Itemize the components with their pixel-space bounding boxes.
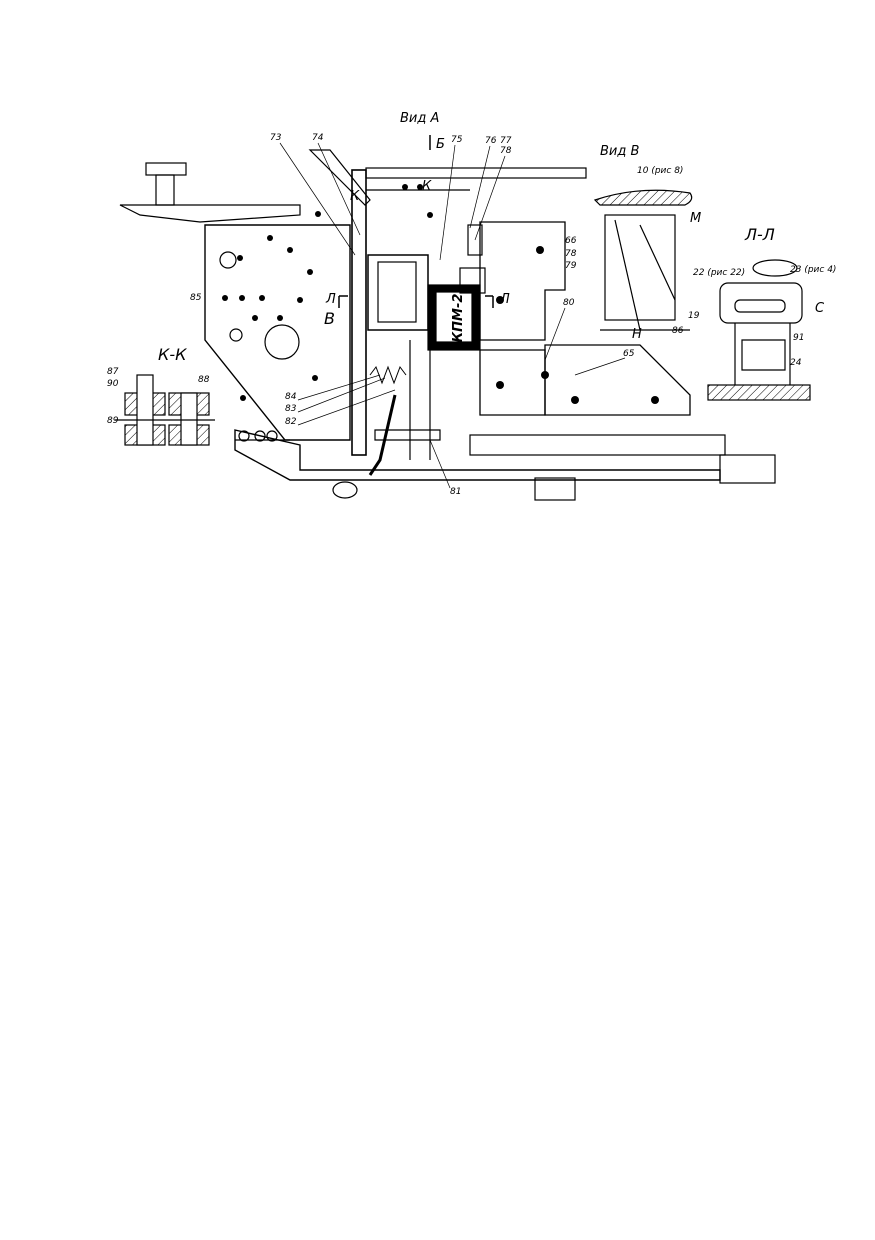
- callout-85: 85: [190, 293, 202, 303]
- callout-90: 90: [107, 379, 119, 389]
- callout-88: 88: [198, 375, 210, 385]
- callout-74: 74: [312, 133, 324, 143]
- callout-75: 75: [451, 135, 463, 145]
- callout-24: 24: [790, 358, 802, 368]
- marker-k-top: К: [422, 179, 432, 194]
- callout-78-top: 78: [500, 146, 512, 156]
- callout-79: 79: [565, 261, 577, 271]
- callout-23: 23 (рис 4): [790, 265, 836, 275]
- callout-78: 78: [565, 249, 577, 259]
- callout-81: 81: [450, 487, 461, 497]
- callouts: 73 74 75 76 77 78 66 78 79 80 65 85 84 8…: [107, 133, 836, 497]
- section-l-l: [707, 259, 811, 401]
- section-k-k-title: К-К: [158, 345, 187, 364]
- leader-lines: [279, 142, 626, 489]
- callout-84: 84: [285, 392, 297, 402]
- marker-s: С: [815, 301, 825, 316]
- marker-n: Н: [632, 327, 642, 342]
- marker-l-right: Л: [499, 292, 510, 307]
- section-cut-marks: [338, 135, 494, 308]
- marker-v: В: [324, 309, 335, 328]
- callout-77: 77: [500, 136, 512, 146]
- callout-65: 65: [623, 349, 635, 359]
- callout-82: 82: [285, 417, 297, 427]
- callout-76: 76: [485, 136, 497, 146]
- marker-m: М: [690, 211, 701, 226]
- view-v: [593, 189, 693, 331]
- view-v-title: Вид В: [600, 144, 639, 159]
- callout-19: 19: [688, 311, 700, 321]
- kpm2-device-label: КПМ-2: [451, 294, 466, 343]
- view-a-title: Вид А: [400, 111, 439, 126]
- callout-86: 86: [672, 326, 684, 336]
- main-assembly: [119, 149, 776, 501]
- section-k-k: [115, 374, 215, 446]
- callout-73: 73: [270, 133, 282, 143]
- callout-80: 80: [563, 298, 575, 308]
- marker-k-left: К: [350, 189, 360, 204]
- callout-89: 89: [107, 416, 119, 426]
- marker-b: Б: [436, 137, 445, 152]
- callout-66: 66: [565, 236, 577, 246]
- marker-l-left: Л: [325, 292, 336, 307]
- callout-91: 91: [793, 333, 804, 343]
- callout-22: 22 (рис 22): [693, 268, 745, 278]
- callout-83: 83: [285, 404, 297, 414]
- callout-10: 10 (рис 8): [637, 166, 683, 176]
- section-l-l-title: Л-Л: [744, 225, 775, 244]
- callout-87: 87: [107, 367, 119, 377]
